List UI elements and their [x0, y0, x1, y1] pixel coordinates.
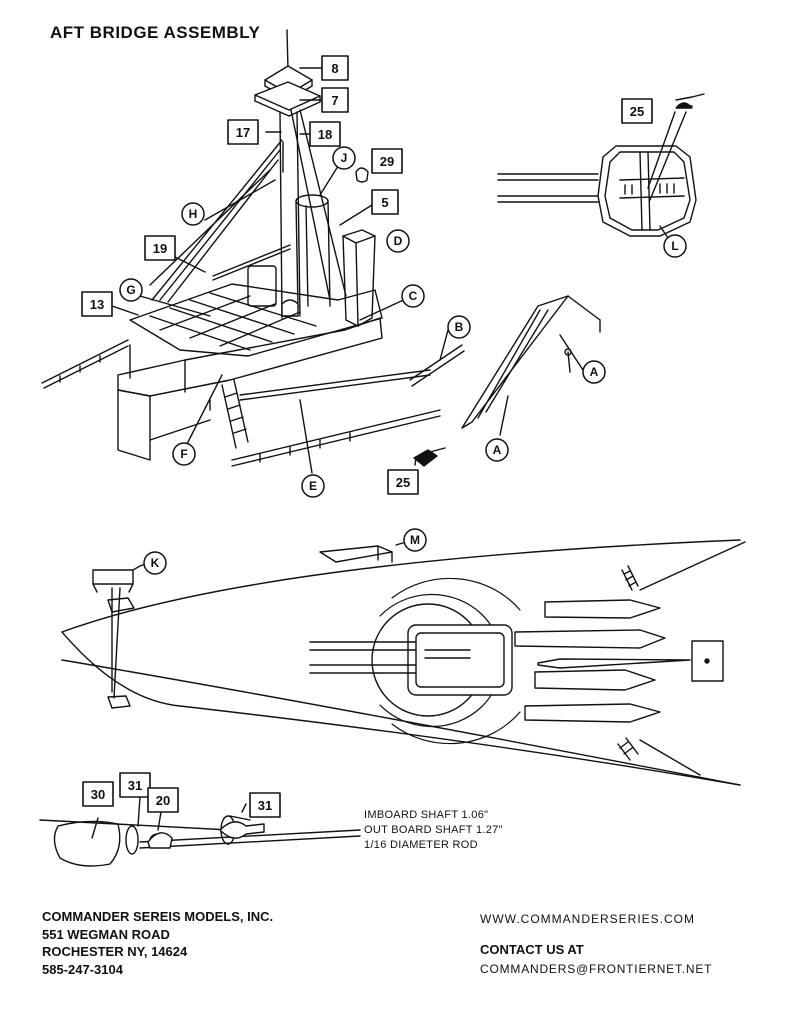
part-20-label: 20 — [156, 793, 170, 808]
callout-g-circle — [119, 278, 143, 302]
letter-callout-labels: J H D G C B A A F E L M K — [126, 151, 678, 570]
part-number-boxes — [81, 55, 653, 818]
shaft-assembly — [39, 796, 361, 867]
part-7-label: 7 — [331, 93, 338, 108]
company-phone: 585-247-3104 — [42, 961, 123, 977]
part-13-label: 13 — [90, 297, 104, 312]
part-7-box — [321, 87, 349, 113]
letter-callouts — [119, 146, 687, 575]
callout-e-label: E — [309, 479, 317, 493]
part-20-box — [147, 787, 179, 813]
part-31-label-b: 31 — [258, 798, 272, 813]
shaft-note-outboard: OUT BOARD SHAFT 1.27" — [364, 824, 503, 836]
part-29-label: 29 — [380, 154, 394, 169]
callout-m-circle — [403, 528, 427, 552]
callout-l-label: L — [671, 239, 678, 253]
shaft-note-inboard: IMBOARD SHAFT 1.06" — [364, 809, 489, 821]
part-19-box — [144, 235, 176, 261]
website-link[interactable]: WWW.COMMANDERSERIES.COM — [480, 912, 695, 926]
part-13-box — [81, 291, 113, 317]
callout-h-label: H — [189, 207, 198, 221]
part-number-labels: 8 7 17 18 29 5 19 13 25 25 30 31 20 31 — [90, 61, 644, 813]
callout-a-circle-1 — [582, 360, 606, 384]
callout-c-label: C — [409, 289, 418, 303]
email-link[interactable]: COMMANDERS@FRONTIERNET.NET — [480, 962, 713, 976]
part-17-label: 17 — [236, 125, 250, 140]
company-street: 551 WEGMAN ROAD — [42, 926, 170, 942]
company-city: ROCHESTER NY, 14624 — [42, 944, 188, 959]
callout-e-circle — [301, 474, 325, 498]
part-25-label-b: 25 — [396, 475, 410, 490]
part-29-box — [371, 148, 403, 174]
part-25-label-a: 25 — [630, 104, 644, 119]
part-8-box — [321, 55, 349, 81]
part-5-box — [371, 189, 399, 215]
callout-d-circle — [386, 229, 410, 253]
company-name: COMMANDER SEREIS MODELS, INC. — [42, 909, 274, 924]
part-25-box-b — [387, 469, 419, 495]
shaft-notes: IMBOARD SHAFT 1.06" OUT BOARD SHAFT 1.27… — [364, 808, 503, 853]
part-5-label: 5 — [381, 195, 388, 210]
part-18-label: 18 — [318, 127, 332, 142]
callout-b-circle — [447, 315, 471, 339]
part-31-label-a: 31 — [128, 778, 142, 793]
callout-a-label-1: A — [590, 365, 599, 379]
shaft-note-rod: 1/16 DIAMETER ROD — [364, 839, 478, 851]
deck-plan — [61, 539, 746, 786]
callout-d-label: D — [394, 234, 403, 248]
callout-f-circle — [172, 442, 196, 466]
company-address: COMMANDER SEREIS MODELS, INC. 551 WEGMAN… — [42, 908, 273, 978]
callout-m-label: M — [410, 533, 420, 547]
part-18-box — [309, 121, 341, 147]
callout-g-label: G — [126, 283, 135, 297]
part-17-box — [227, 119, 259, 145]
callout-j-circle — [332, 146, 356, 170]
callout-j-label: J — [341, 151, 348, 165]
callout-k-label: K — [151, 556, 160, 570]
part-19-label: 19 — [153, 241, 167, 256]
callout-a-label-2: A — [493, 443, 502, 457]
callout-b-label: B — [455, 320, 464, 334]
part-31-box-a — [119, 772, 151, 798]
callout-c-circle — [401, 284, 425, 308]
callout-h-circle — [181, 202, 205, 226]
contact-heading: CONTACT US AT — [480, 942, 584, 957]
part-25-box-a — [621, 98, 653, 124]
part-8-label: 8 — [331, 61, 338, 76]
callout-f-label: F — [180, 447, 187, 461]
page-title: AFT BRIDGE ASSEMBLY — [50, 23, 261, 42]
part-30-label: 30 — [91, 787, 105, 802]
part-30-box — [82, 781, 114, 807]
part-31-box-b — [249, 792, 281, 818]
callout-a-circle-2 — [485, 438, 509, 462]
aft-bridge-structure — [41, 29, 601, 474]
callout-l-circle — [663, 234, 687, 258]
callout-k-circle — [143, 551, 167, 575]
turret-detail — [497, 93, 705, 245]
